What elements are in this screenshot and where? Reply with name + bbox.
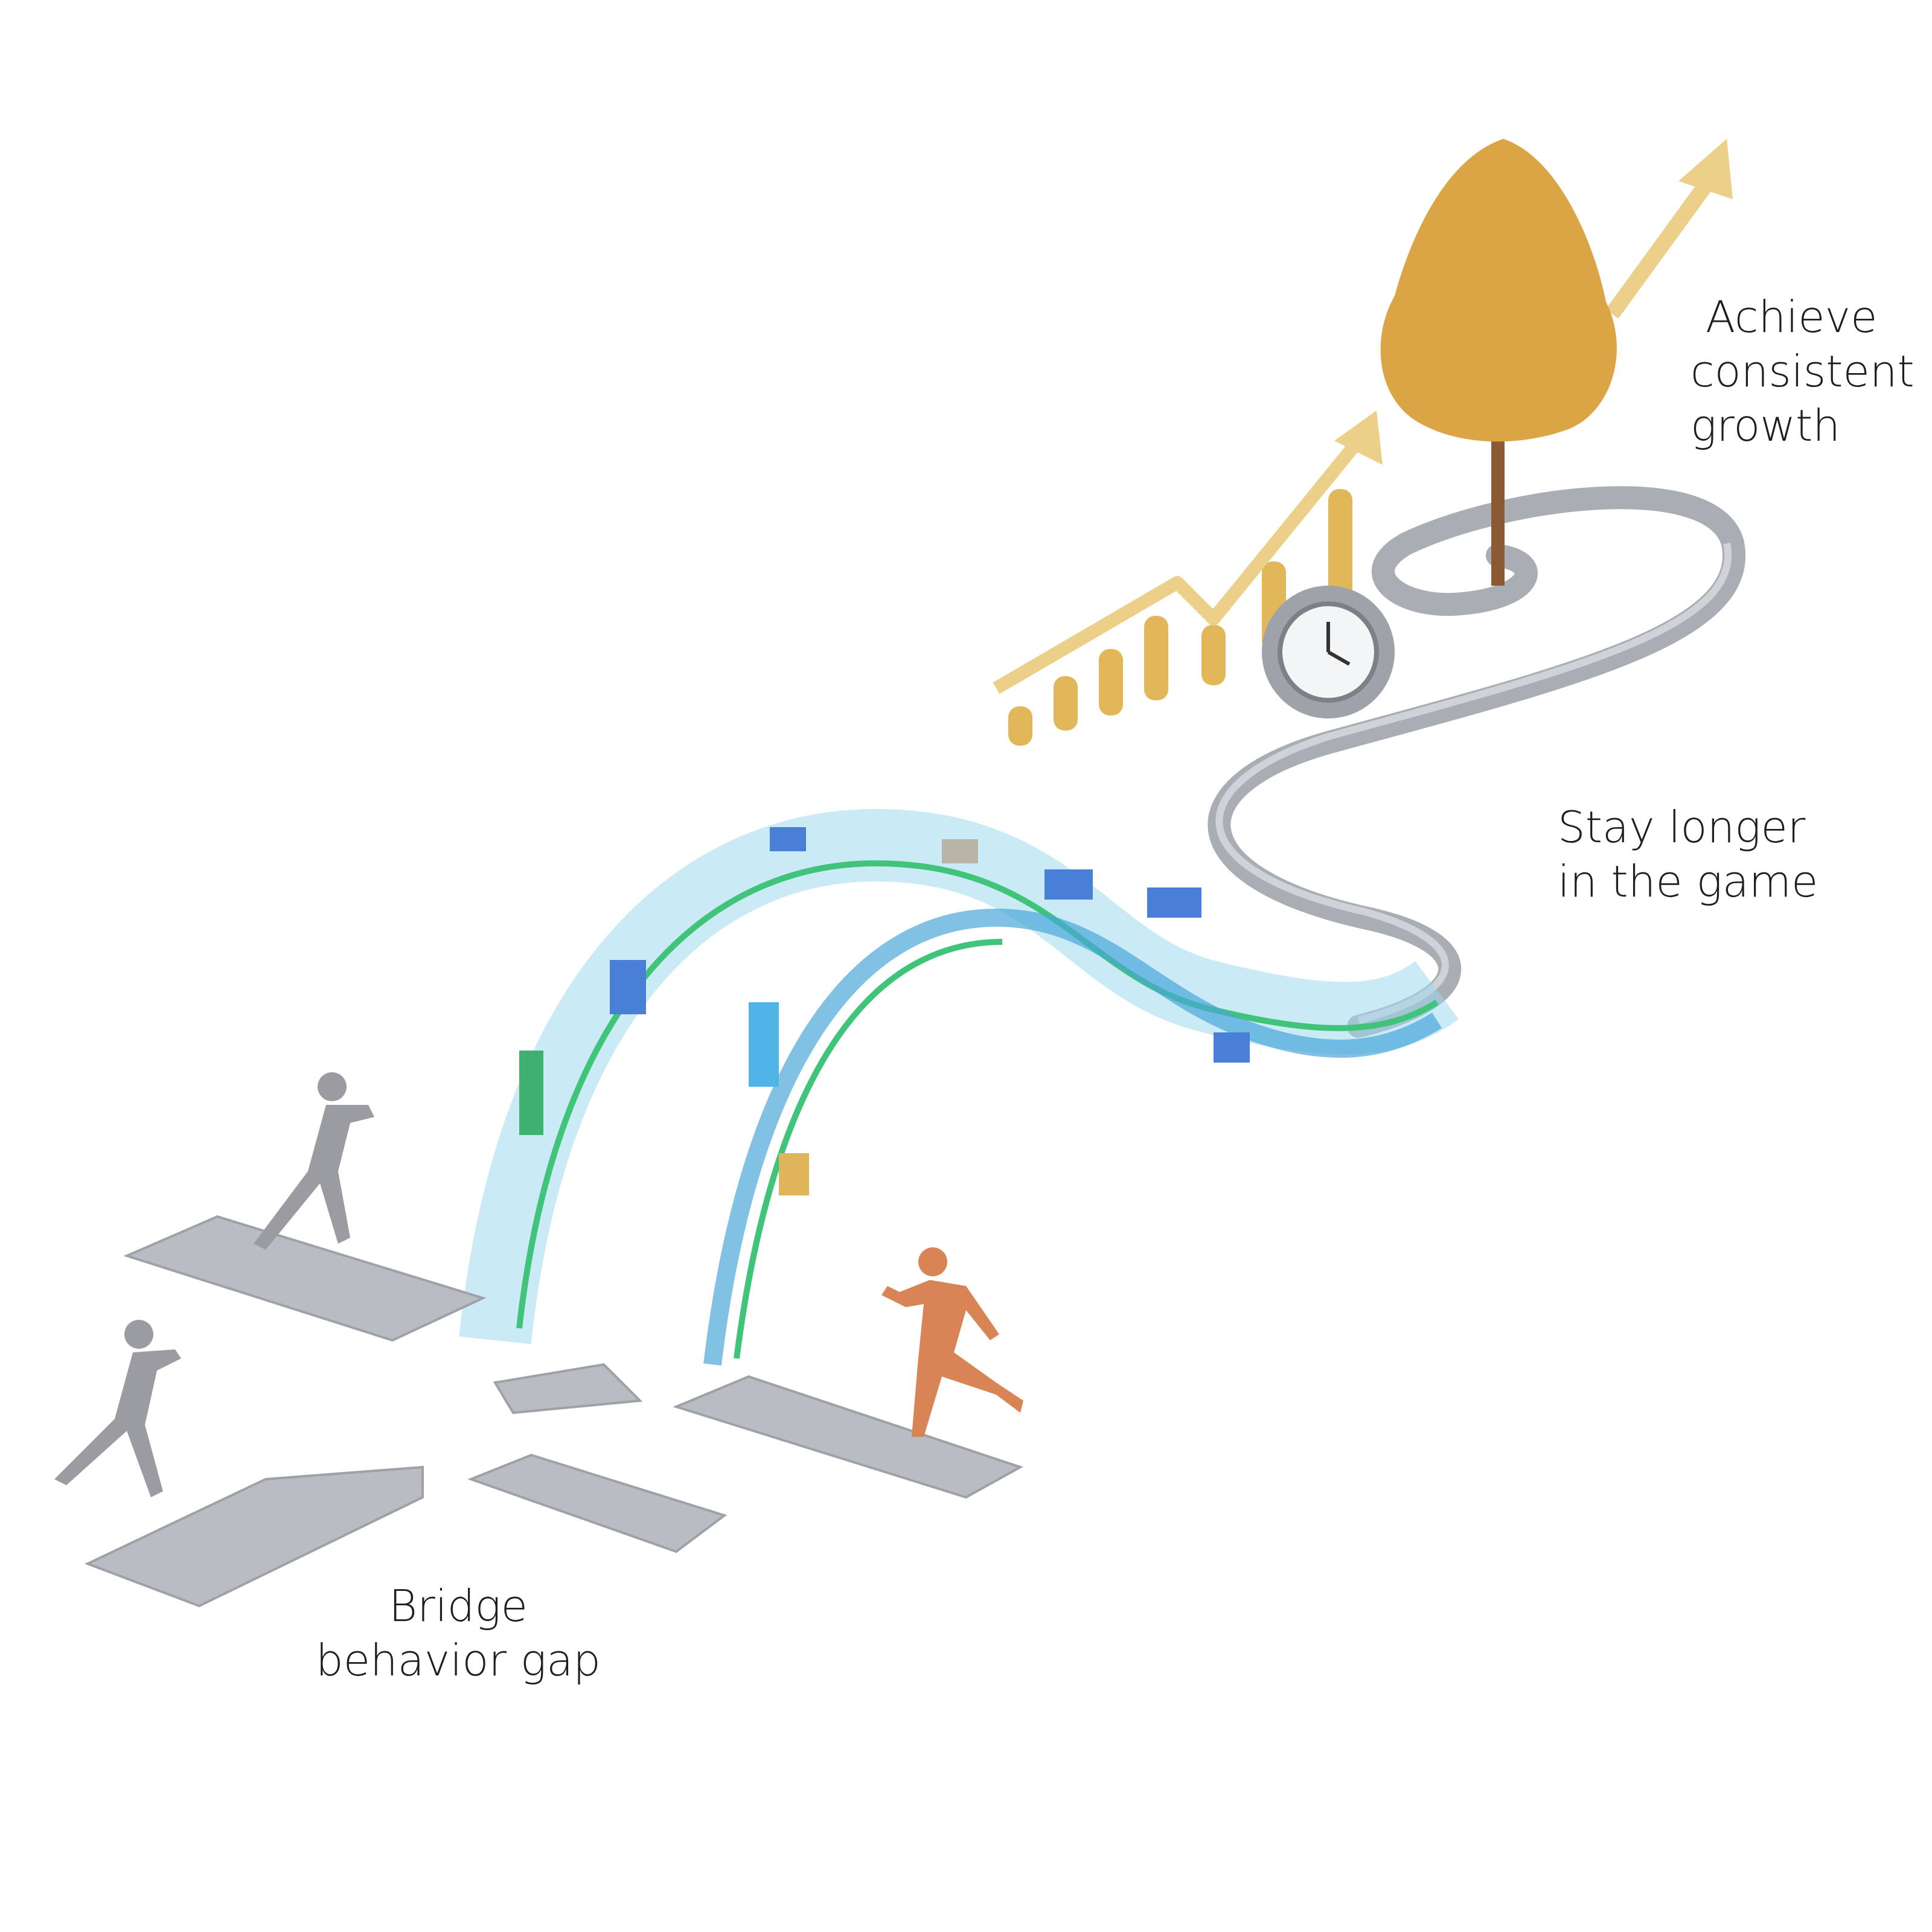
label-bridge-gap: Bridge behavior gap <box>316 1579 601 1687</box>
gray-runner-top <box>254 1072 374 1250</box>
winding-road-highlight <box>1215 542 1732 1024</box>
label-line: growth <box>1690 400 1841 451</box>
winding-road <box>1208 486 1745 1038</box>
label-line: in the game <box>1558 856 1818 907</box>
label-line: Bridge <box>388 1581 528 1631</box>
tree-canopy <box>1380 139 1617 442</box>
orange-runner <box>881 1247 1023 1437</box>
tree-arrow-head <box>1678 139 1733 199</box>
growth-arrow <box>993 437 1364 694</box>
label-achieve-growth: Achieve consistent growth <box>1690 290 1914 453</box>
broken-stone-slabs <box>84 1215 1023 1608</box>
coin-bar-chart <box>1008 489 1352 746</box>
gray-runner-bottom <box>54 1320 181 1497</box>
label-stay-longer: Stay longer in the game <box>1558 800 1818 909</box>
tree-arrow <box>1605 176 1715 319</box>
label-line: behavior gap <box>316 1635 601 1686</box>
growth-arrow-head <box>1334 411 1383 465</box>
label-line: Stay longer <box>1558 802 1806 852</box>
bridge-blocks <box>519 827 1250 1195</box>
clock-gear-icon <box>1262 586 1395 718</box>
tree-trunk <box>1491 423 1505 586</box>
label-line: consistent <box>1690 346 1914 397</box>
label-line: Achieve <box>1706 292 1878 342</box>
